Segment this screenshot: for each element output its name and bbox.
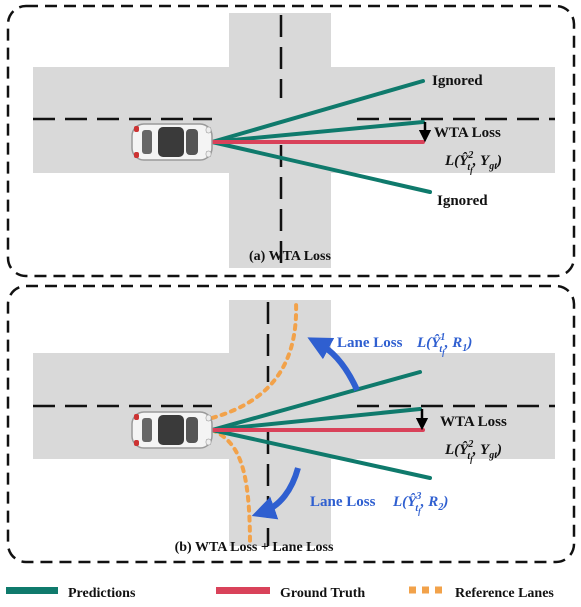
- wta-loss-label-b: WTA Loss: [440, 414, 507, 430]
- legend-label-reference-lanes: Reference Lanes: [455, 586, 554, 601]
- ego-car-icon: [131, 123, 213, 161]
- lane-loss-label-bottom: Lane Loss: [310, 494, 376, 510]
- reference-lane-bottom: [210, 428, 252, 548]
- prediction-line-middle-b: [210, 407, 422, 432]
- reference-lanes: [210, 300, 299, 548]
- reference-lane-top: [210, 300, 299, 420]
- panel-b-frame: [6, 284, 576, 564]
- legend-label-ground-truth: Ground Truth: [280, 586, 365, 601]
- ego-car-icon-b: [131, 411, 213, 449]
- prediction-line-middle: [210, 120, 425, 144]
- legend-swatch-ground-truth: [216, 587, 270, 594]
- prediction-line-bottom-b: [210, 428, 432, 480]
- ignored-label-top: Ignored: [432, 73, 483, 89]
- legend: Predictions Ground Truth Reference Lanes: [6, 586, 554, 601]
- lane-loss-arrow-top: [307, 337, 360, 392]
- prediction-line-top: [210, 79, 425, 144]
- legend-item-predictions: Predictions: [6, 586, 136, 601]
- wta-loss-label: WTA Loss: [434, 125, 501, 141]
- legend-item-reference-lanes: Reference Lanes: [409, 586, 554, 601]
- prediction-line-top-b: [210, 370, 422, 432]
- legend-swatch-predictions: [6, 587, 58, 594]
- panel-a-caption: (a) WTA Loss: [249, 249, 331, 264]
- panel-b-caption: (b) WTA Loss + Lane Loss: [175, 540, 334, 555]
- panel-b-trajectories: [210, 370, 432, 480]
- panel-b-lane-markings: [33, 302, 555, 546]
- legend-item-ground-truth: Ground Truth: [216, 586, 365, 601]
- prediction-line-bottom: [210, 140, 432, 194]
- lane-loss-label-top: Lane Loss: [337, 335, 403, 351]
- lane-loss-arrow-bottom: [251, 467, 301, 520]
- legend-label-predictions: Predictions: [68, 586, 136, 601]
- panel-a-trajectories: [210, 79, 432, 194]
- ignored-label-bottom: Ignored: [437, 193, 488, 209]
- panel-a-lane-markings: [33, 15, 555, 268]
- panel-a-frame: [6, 4, 576, 278]
